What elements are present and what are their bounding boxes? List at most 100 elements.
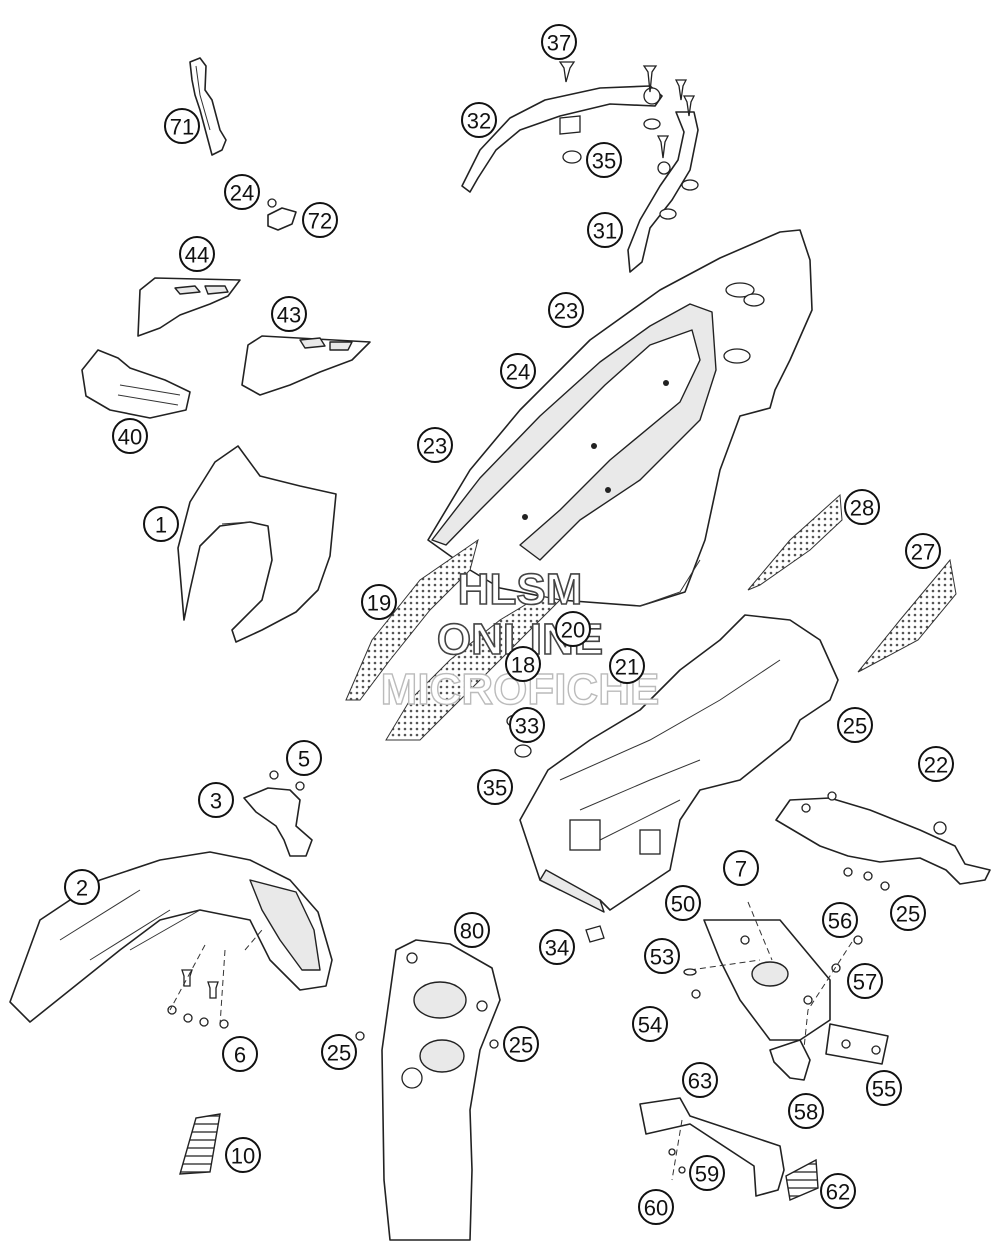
callout-21-label: 21: [615, 655, 639, 680]
callout-24a: 24: [224, 174, 260, 210]
callout-23b: 23: [417, 427, 453, 463]
callout-25d-label: 25: [509, 1033, 533, 1058]
callout-80: 80: [454, 912, 490, 948]
callout-25a: 25: [837, 707, 873, 743]
callout-3-label: 3: [210, 789, 222, 814]
callout-25c-label: 25: [327, 1041, 351, 1066]
callout-10-label: 10: [231, 1144, 255, 1169]
callout-5: 5: [286, 740, 322, 776]
callout-43-label: 43: [277, 303, 301, 328]
callout-55-label: 55: [872, 1077, 896, 1102]
callout-53: 53: [644, 938, 680, 974]
callout-71: 71: [164, 108, 200, 144]
callout-18: 18: [505, 646, 541, 682]
callout-58-label: 58: [794, 1100, 818, 1125]
part-43-panel: [241, 335, 371, 396]
part-34-clip: [585, 925, 605, 943]
callout-34-label: 34: [545, 936, 569, 961]
part-18-decal: [385, 595, 562, 741]
part-72-clip: [267, 198, 297, 231]
hardware-56-57: [803, 935, 863, 1049]
callout-35b: 35: [477, 769, 513, 805]
callout-2-label: 2: [76, 876, 88, 901]
part-44-panel: [137, 277, 241, 337]
callout-33-label: 33: [515, 714, 539, 739]
callout-60: 60: [638, 1189, 674, 1225]
callout-62: 62: [820, 1173, 856, 1209]
callout-27-label: 27: [911, 540, 935, 565]
part-3-bracket: [243, 770, 313, 857]
callout-21: 21: [609, 648, 645, 684]
callout-37: 37: [541, 24, 577, 60]
callout-32-label: 32: [467, 109, 491, 134]
callout-19: 19: [361, 584, 397, 620]
part-31-grab-handle: [627, 111, 699, 273]
part-32-grab-handle: [461, 85, 663, 193]
callout-40: 40: [112, 418, 148, 454]
callout-1: 1: [143, 506, 179, 542]
part-62-reflector: [785, 1158, 819, 1201]
part-71-strap: [189, 57, 227, 156]
callout-6: 6: [222, 1036, 258, 1072]
callout-20: 20: [555, 611, 591, 647]
callout-24b: 24: [500, 353, 536, 389]
callout-25d: 25: [503, 1026, 539, 1062]
callout-56-label: 56: [828, 909, 852, 934]
callout-31-label: 31: [593, 219, 617, 244]
callout-37-label: 37: [547, 31, 571, 56]
callout-20-label: 20: [561, 618, 585, 643]
callout-1-label: 1: [155, 513, 167, 538]
callout-7: 7: [723, 850, 759, 886]
callout-25a-label: 25: [843, 714, 867, 739]
callout-56: 56: [822, 902, 858, 938]
callout-35a-label: 35: [592, 149, 616, 174]
callout-50: 50: [665, 885, 701, 921]
part-19-decal: [345, 538, 479, 701]
callout-24b-label: 24: [506, 360, 530, 385]
callout-25b: 25: [890, 895, 926, 931]
callout-32: 32: [461, 102, 497, 138]
watermark-line-1: HLSM: [458, 565, 583, 614]
fender-screws-6: [167, 929, 263, 1029]
hardware-top: [558, 61, 699, 220]
part-21-air-box: [519, 614, 839, 913]
callout-60-label: 60: [644, 1196, 668, 1221]
callout-23b-label: 23: [423, 434, 447, 459]
callout-10: 10: [225, 1137, 261, 1173]
callout-63: 63: [682, 1062, 718, 1098]
part-1-headlight-mask: [177, 445, 337, 643]
callout-5-label: 5: [298, 747, 310, 772]
callout-24a-label: 24: [230, 181, 254, 206]
callout-28: 28: [844, 489, 880, 525]
part-40-bracket: [81, 349, 191, 419]
callout-59: 59: [689, 1155, 725, 1191]
callout-7-label: 7: [735, 857, 747, 882]
callout-35b-label: 35: [483, 776, 507, 801]
callout-2: 2: [64, 869, 100, 905]
part-2-front-fender: [9, 851, 333, 1023]
part-20-side-panel: [427, 229, 813, 607]
washers-53-54: [683, 968, 701, 999]
callout-23a-label: 23: [554, 299, 578, 324]
part-58-bracket: [769, 1039, 811, 1081]
callout-58: 58: [788, 1093, 824, 1129]
callout-71-label: 71: [170, 115, 194, 140]
callout-53-label: 53: [650, 945, 674, 970]
callout-62-label: 62: [826, 1180, 850, 1205]
callout-55: 55: [866, 1070, 902, 1106]
part-80-number-plate: [355, 939, 501, 1241]
callout-25c: 25: [321, 1034, 357, 1070]
callout-35a: 35: [586, 142, 622, 178]
callout-19-label: 19: [367, 591, 391, 616]
callout-72: 72: [302, 202, 338, 238]
part-55-reflector: [825, 1023, 889, 1065]
callout-54-label: 54: [638, 1013, 662, 1038]
part-63-bracket: [639, 1097, 785, 1197]
callout-3: 3: [198, 782, 234, 818]
callout-43: 43: [271, 296, 307, 332]
callout-59-label: 59: [695, 1162, 719, 1187]
part-27-decal: [857, 558, 957, 673]
part-50-plate-holder: [689, 901, 831, 1041]
callout-31: 31: [587, 212, 623, 248]
